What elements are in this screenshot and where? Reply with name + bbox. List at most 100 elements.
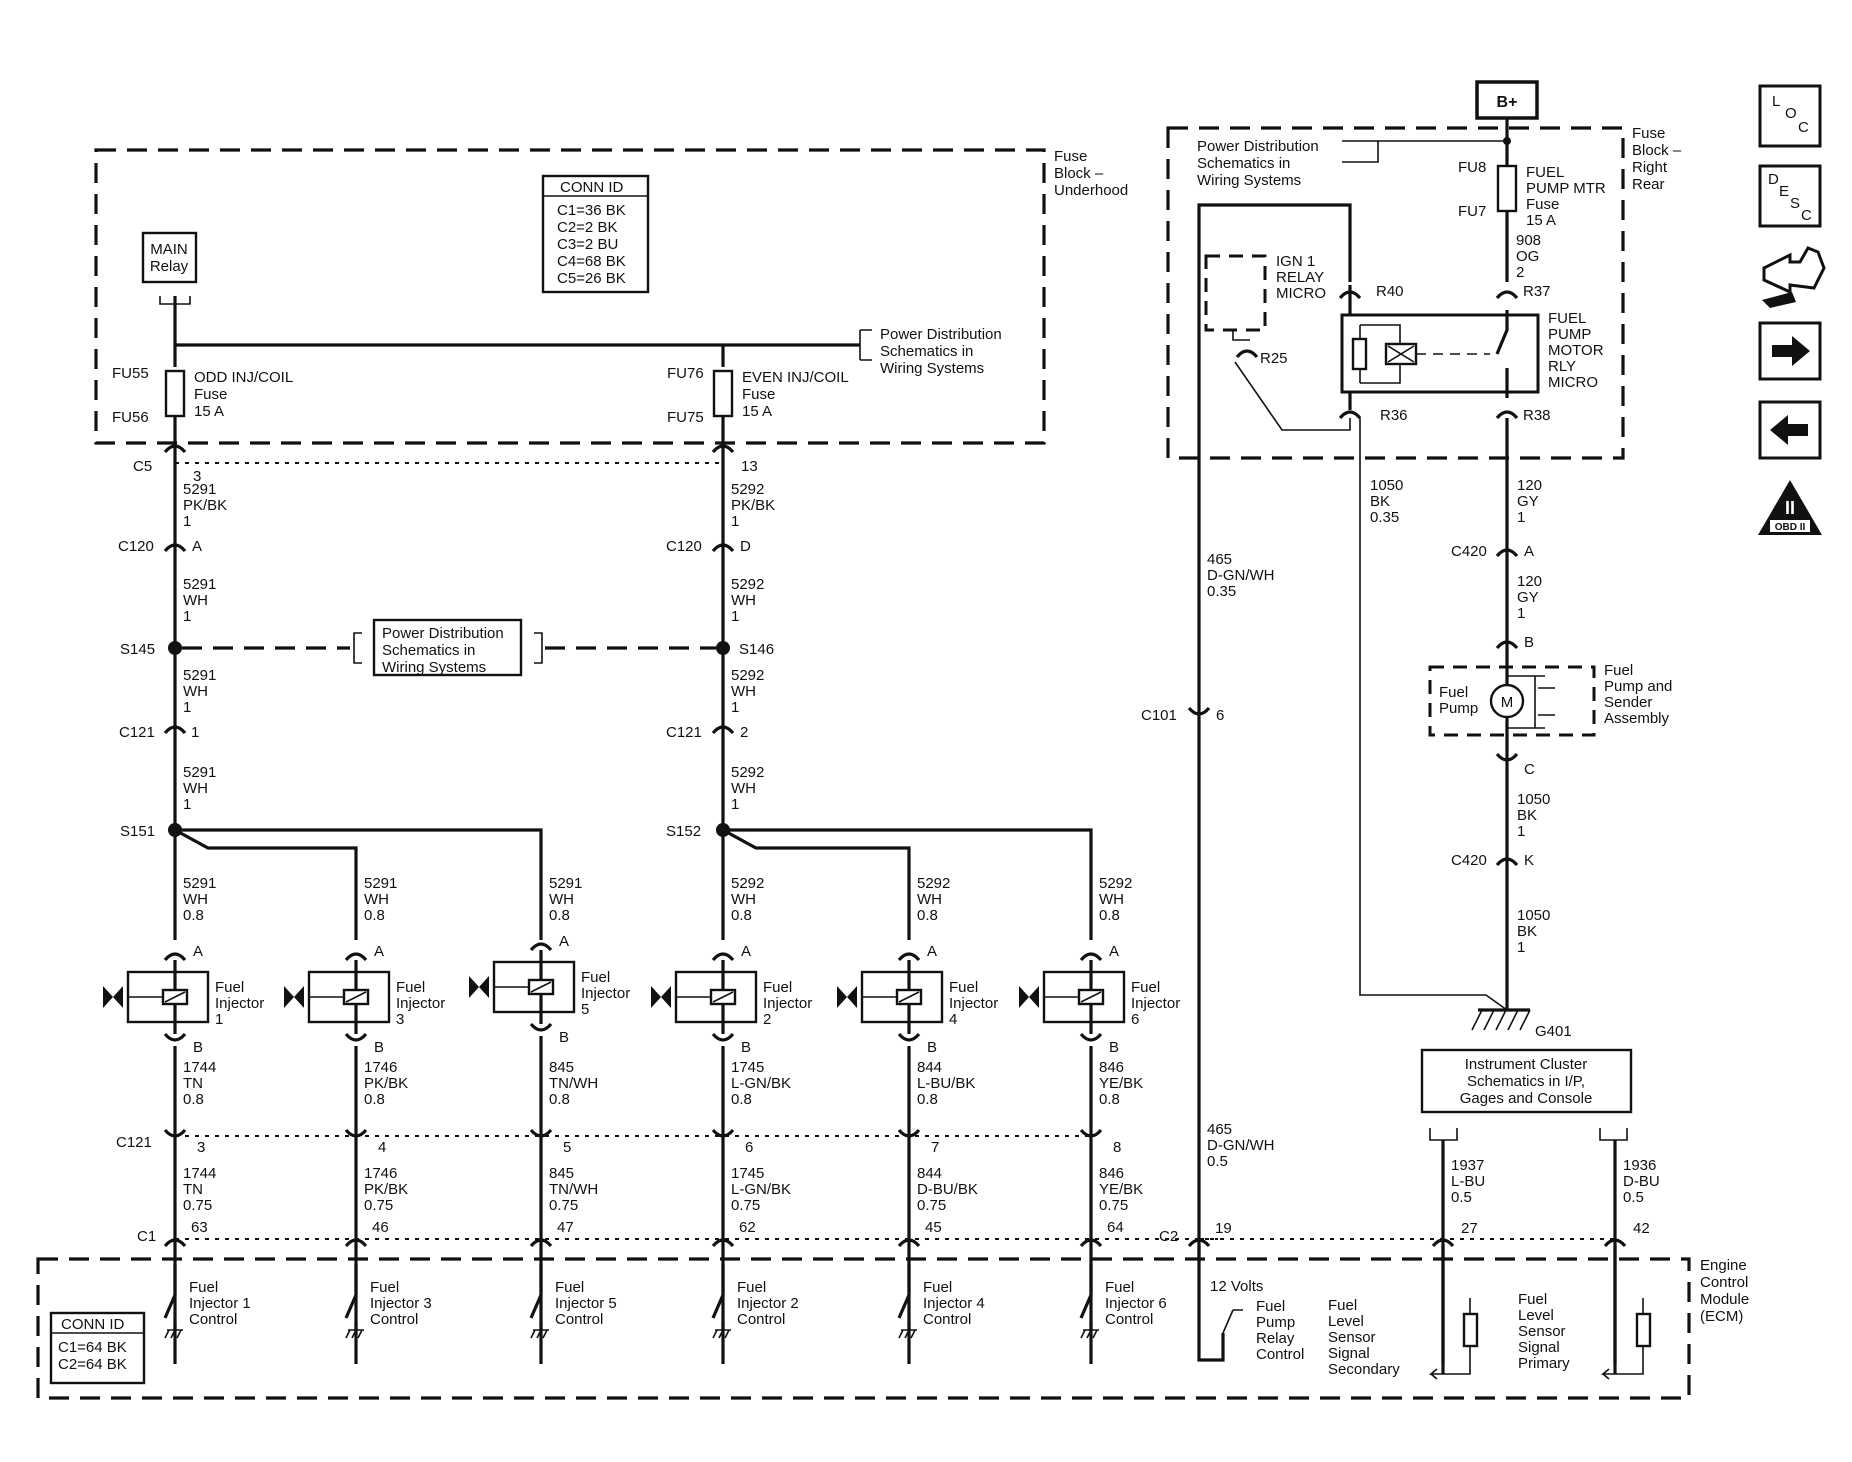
c121-upper-left: C121 (119, 724, 155, 741)
injector-pin-a: A (559, 933, 569, 950)
g401-label: G401 (1535, 1023, 1572, 1040)
b-plus-label: B+ (1497, 94, 1518, 111)
injector-pin-a: A (1109, 943, 1119, 960)
c1-pin: 63 (191, 1219, 208, 1236)
desc-icon[interactable]: D E S C (1758, 164, 1822, 228)
c420-pin-k: K (1524, 852, 1534, 869)
injector-pin-b: B (741, 1039, 751, 1056)
b-plus: B+ (1475, 80, 1539, 165)
arrow-left-icon[interactable] (1758, 400, 1822, 460)
wrench-icon[interactable] (1762, 246, 1826, 308)
desc-letter-d: D (1768, 171, 1779, 188)
desc-letter-e: E (1779, 183, 1789, 200)
fu8-label: FU8 (1458, 159, 1486, 176)
injector-pin-a: A (374, 943, 384, 960)
c2-connector: C2 19 27 42 (1159, 1220, 1650, 1248)
c5-pin-right: 13 (741, 458, 758, 475)
fuse-odd-bottom: FU56 (112, 409, 149, 426)
injector-pin-a: A (927, 943, 937, 960)
fuse-even-top: FU76 (667, 365, 704, 382)
conn-id-title: CONN ID (560, 179, 624, 196)
desc-letter-c: C (1801, 207, 1812, 224)
injector-pin-a: A (193, 943, 203, 960)
fuel-injector-icon (284, 970, 391, 1024)
c101-label: C101 (1141, 707, 1177, 724)
c121-upper-right: C121 (666, 724, 702, 741)
c2-pin-19: 19 (1215, 1220, 1232, 1237)
c2-label: C2 (1159, 1228, 1178, 1245)
injector-pin-b: B (374, 1039, 384, 1056)
fuel-injector-icon (1019, 970, 1126, 1024)
c121-lower-pin: 6 (745, 1139, 753, 1156)
loc-icon[interactable]: L O C (1758, 84, 1822, 148)
fuel-injector-icon (837, 970, 944, 1024)
injector-pin-b: B (1109, 1039, 1119, 1056)
fuse-even-bottom: FU75 (667, 409, 704, 426)
fuel-injector-icon (651, 970, 758, 1024)
obd-icon[interactable]: II OBD II (1758, 480, 1822, 535)
c1-pin: 45 (925, 1219, 942, 1236)
s152-label: S152 (666, 823, 701, 840)
r40-label: R40 (1376, 283, 1404, 300)
c121-lower-pin: 3 (197, 1139, 205, 1156)
loc-letter-c: C (1798, 119, 1809, 136)
c101-pin: 6 (1216, 707, 1224, 724)
fuel-injector-icon (103, 970, 210, 1024)
c1-pin: 64 (1107, 1219, 1124, 1236)
arrow-right-icon[interactable] (1758, 321, 1822, 381)
obd-roman-label: II (1785, 498, 1795, 518)
